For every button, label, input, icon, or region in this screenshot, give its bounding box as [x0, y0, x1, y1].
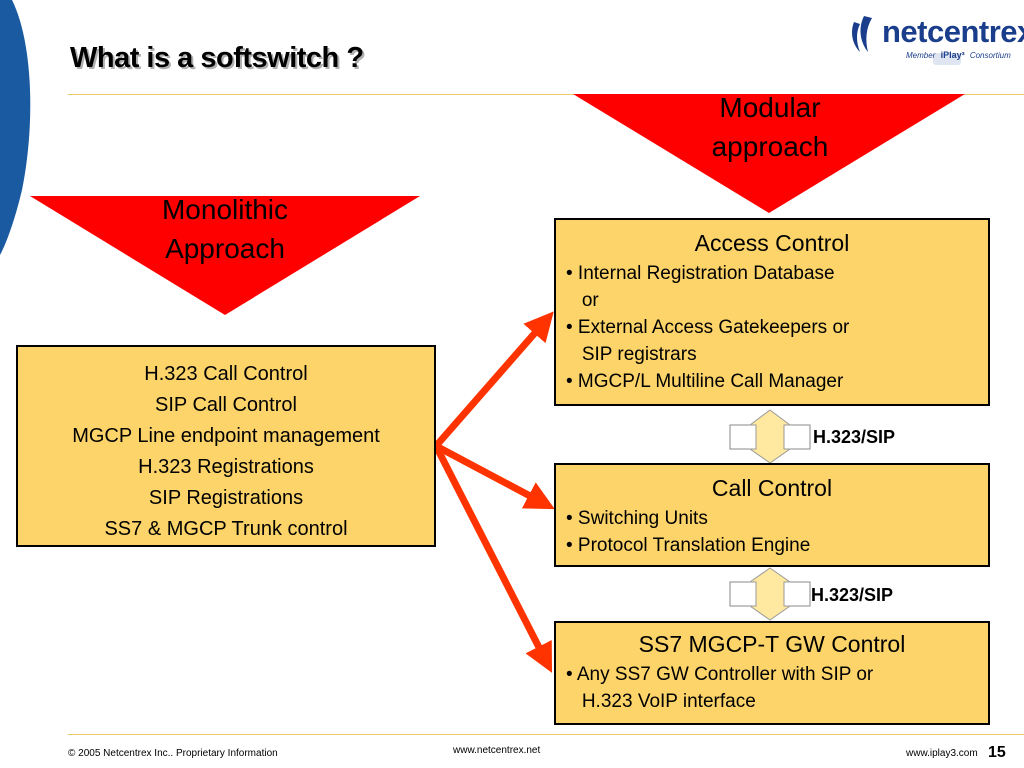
footer-link-iplay3[interactable]: www.iplay3.com [906, 748, 978, 759]
monolithic-line: SIP Registrations [148, 487, 304, 509]
monolithic-label-line1: Monolithic [161, 194, 289, 225]
ss7-control-title: SS7 MGCP-T GW Control [638, 631, 906, 657]
call-control-item: • Protocol Translation Engine [566, 535, 811, 556]
monolithic-line: MGCP Line endpoint management [72, 425, 380, 447]
logo-membership: Member iPlay³ Consortium [906, 50, 1011, 60]
double-arrow-1 [729, 409, 811, 464]
footer-divider [68, 734, 1024, 735]
modular-label-line2: approach [711, 131, 829, 162]
arrow-to-access-control [433, 311, 554, 449]
logo-consortium-text: Consortium [969, 51, 1011, 60]
monolithic-line: H.323 Registrations [138, 456, 314, 478]
protocol-label-2: H.323/SIP [811, 585, 894, 605]
left-accent-shape [0, 0, 31, 255]
page-number: 15 [988, 744, 1006, 761]
monolithic-label: Monolithic Approach [110, 190, 340, 268]
monolithic-box: H.323 Call Control SIP Call Control MGCP… [16, 345, 436, 547]
netcentrex-logo [852, 16, 961, 65]
monolithic-line: SIP Call Control [155, 394, 297, 416]
access-control-item: • MGCP/L Multiline Call Manager [566, 371, 844, 392]
protocol-label-1: H.323/SIP [813, 427, 896, 447]
monolithic-label-line2: Approach [165, 233, 285, 264]
monolithic-triangle [30, 196, 420, 315]
access-control-item: SIP registrars [566, 344, 697, 365]
ss7-control-item: • Any SS7 GW Controller with SIP or [566, 664, 874, 685]
slide-title: What is a softswitch ? [70, 42, 364, 74]
monolithic-line: H.323 Call Control [144, 363, 308, 385]
title-divider [68, 94, 1024, 95]
call-control-item: • Switching Units [566, 508, 708, 529]
ss7-control-box: SS7 MGCP-T GW Control • Any SS7 GW Contr… [554, 621, 990, 725]
arrow-to-ss7-control [432, 444, 553, 673]
access-control-box: Access Control • Internal Registration D… [554, 218, 990, 406]
footer-link-netcentrex[interactable]: www.netcentrex.net [453, 745, 541, 756]
monolithic-line: SS7 & MGCP Trunk control [104, 518, 348, 540]
logo-brand: iPlay³ [940, 50, 965, 60]
ss7-control-item: H.323 VoIP interface [566, 691, 756, 712]
call-control-box: Call Control • Switching Units • Protoco… [554, 463, 990, 567]
logo-member-text: Member [906, 51, 936, 60]
double-arrow-2 [729, 567, 811, 621]
modular-label: Modular approach [660, 88, 880, 166]
modular-label-line1: Modular [719, 92, 821, 123]
arrow-to-call-control [434, 442, 555, 510]
access-control-item: or [566, 290, 599, 311]
footer-copyright: © 2005 Netcentrex Inc.. Proprietary Info… [68, 748, 278, 759]
call-control-title: Call Control [711, 475, 833, 501]
access-control-item: • External Access Gatekeepers or [566, 317, 850, 338]
access-control-title: Access Control [694, 230, 850, 256]
logo-wordmark: netcentrex [882, 14, 1024, 49]
modular-triangle [573, 94, 965, 213]
access-control-item: • Internal Registration Database [566, 263, 835, 284]
